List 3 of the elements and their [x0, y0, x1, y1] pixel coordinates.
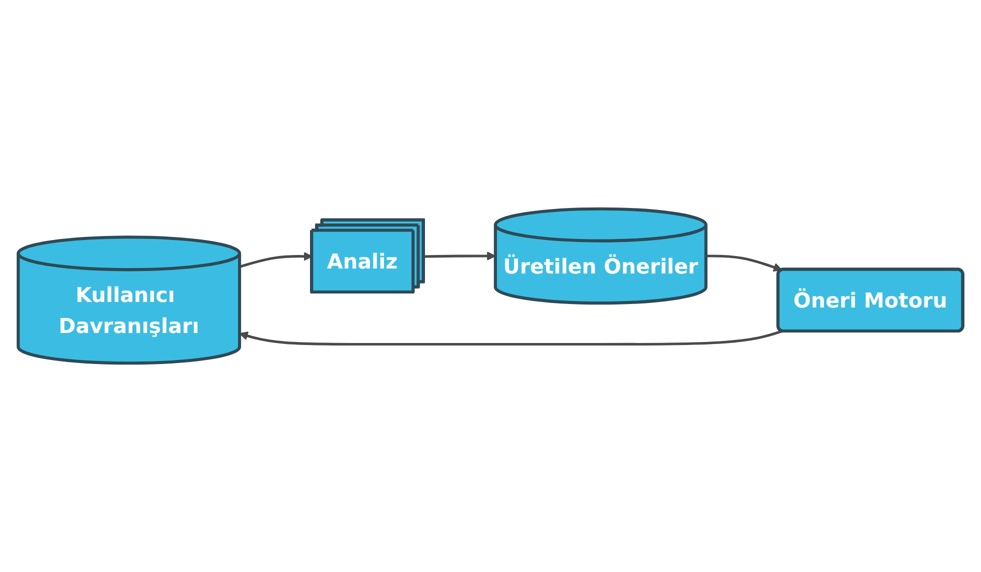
arrow [239, 330, 782, 346]
arrow [424, 251, 496, 260]
arrow [706, 254, 782, 272]
